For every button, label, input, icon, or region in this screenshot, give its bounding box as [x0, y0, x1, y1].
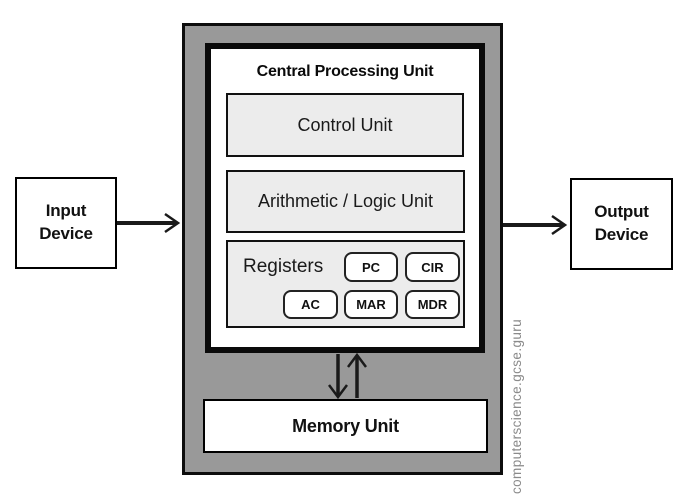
registers-box: Registers PC CIR AC MAR MDR — [226, 240, 465, 328]
control-unit-box: Control Unit — [226, 93, 464, 157]
register-chip-mar: MAR — [344, 290, 398, 319]
arithmetic-logic-unit-box: Arithmetic / Logic Unit — [226, 170, 465, 233]
register-chip-mdr: MDR — [405, 290, 460, 319]
cpu-title: Central Processing Unit — [256, 63, 434, 80]
watermark-text: computerscience.gcse.guru — [509, 318, 524, 494]
output-device-box: Output Device — [570, 178, 673, 270]
cpu-to-output-arrow — [503, 214, 568, 236]
registers-label: Registers — [243, 256, 324, 277]
register-chip-cir: CIR — [405, 252, 460, 282]
input-device-box: Input Device — [15, 177, 117, 269]
memory-unit-box: Memory Unit — [203, 399, 488, 453]
input-to-cpu-arrow — [117, 212, 181, 234]
register-chip-ac: AC — [283, 290, 338, 319]
register-chip-pc: PC — [344, 252, 398, 282]
